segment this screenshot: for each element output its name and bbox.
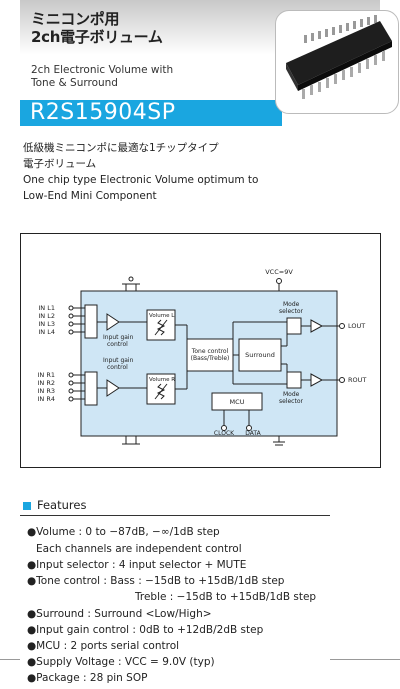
input-r2-label: IN R2 — [38, 379, 56, 387]
volume-l-label: Volume L — [149, 313, 175, 319]
vcc-label: VCC=9V — [265, 268, 293, 276]
ic-chip-icon — [286, 15, 392, 99]
feature-item: ●Volume : 0 to −87dB, −∞/1dB step — [27, 526, 220, 538]
data-label: DATA — [245, 430, 261, 437]
title-en: 2ch Electronic Volume with Tone & Surrou… — [31, 64, 173, 90]
input-gain-l-label1: Input gain — [103, 334, 134, 341]
title-en-line2: Tone & Surround — [31, 77, 118, 89]
tone-label1: Tone control — [191, 348, 229, 355]
model-number: R2S15904SP — [30, 100, 176, 125]
lout-label: LOUT — [348, 322, 365, 330]
input-gain-r-label2: control — [107, 364, 128, 371]
input-gain-l-label2: control — [107, 341, 128, 348]
description-en-line1: One chip type Electronic Volume optimum … — [23, 174, 259, 186]
feature-item: ●Tone control : Bass : −15dB to +15dB/1d… — [27, 575, 285, 587]
rout-label: ROUT — [348, 376, 366, 384]
mode-selector-l-label1: Mode — [283, 301, 300, 308]
title-en-line1: 2ch Electronic Volume with — [31, 64, 174, 76]
feature-item: ●Input selector : 4 input selector + MUT… — [27, 559, 247, 571]
feature-item: ●Supply Voltage : VCC = 9.0V (typ) — [27, 656, 215, 668]
feature-item: ●MCU : 2 ports serial control — [27, 640, 180, 652]
description-jp-line2: 電子ボリューム — [23, 158, 97, 170]
input-l1-label: IN L1 — [38, 304, 55, 312]
block-diagram: IN L1 IN L2 IN L3 IN L4 IN R1 IN R2 IN R… — [20, 233, 381, 468]
mode-selector-r-label1: Mode — [283, 391, 300, 398]
features-square-icon — [23, 502, 31, 510]
tone-label2: (Bass/Treble) — [191, 355, 230, 362]
title-jp-line2: 2ch電子ボリューム — [31, 28, 163, 46]
feature-item: Treble : −15dB to +15dB/1dB step — [135, 591, 317, 603]
footer-rule-left — [0, 659, 20, 660]
footer-rule-right — [330, 659, 400, 660]
volume-r-label: Volume R — [149, 377, 175, 383]
description-jp-line1: 低級機ミニコンポに最適な1チップタイプ — [23, 142, 219, 154]
feature-item: Each channels are independent control — [36, 543, 242, 555]
model-bar — [20, 100, 282, 126]
input-l4-label: IN L4 — [38, 328, 55, 336]
description-en-line2: Low-End Mini Component — [23, 190, 157, 202]
chip-photo — [275, 10, 399, 114]
ic-body — [80, 290, 338, 437]
description: 低級機ミニコンポに最適な1チップタイプ 電子ボリューム One chip typ… — [23, 140, 258, 204]
mode-selector-l-label2: selector — [279, 308, 303, 315]
input-l3-label: IN L3 — [38, 320, 55, 328]
mcu-label: MCU — [230, 398, 245, 406]
block-diagram-svg: IN L1 IN L2 IN L3 IN L4 IN R1 IN R2 IN R… — [38, 268, 366, 446]
input-gain-r-label1: Input gain — [103, 357, 134, 364]
feature-item: ●Surround : Surround <Low/High> — [27, 608, 212, 620]
input-r4-label: IN R4 — [38, 395, 56, 403]
input-r3-label: IN R3 — [38, 387, 56, 395]
header: ミニコンポ用 2ch電子ボリューム 2ch Electronic Volume … — [0, 0, 400, 128]
feature-item: ●Input gain control : 0dB to +12dB/2dB s… — [27, 624, 264, 636]
input-r1-label: IN R1 — [38, 371, 56, 379]
features-header: Features — [20, 497, 330, 516]
clock-label: CLOCK — [214, 430, 235, 437]
title-jp: ミニコンポ用 2ch電子ボリューム — [31, 10, 163, 46]
input-l2-label: IN L2 — [38, 312, 55, 320]
title-jp-line1: ミニコンポ用 — [31, 10, 120, 28]
surround-label: Surround — [245, 351, 275, 359]
features-title: Features — [37, 498, 87, 512]
mode-selector-r-label2: selector — [279, 398, 303, 405]
feature-item: ●Package : 28 pin SOP — [27, 672, 148, 684]
